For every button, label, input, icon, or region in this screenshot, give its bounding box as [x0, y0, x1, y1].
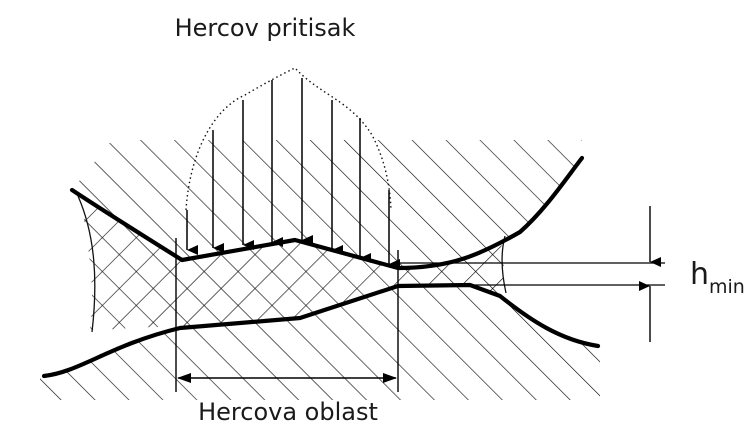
- upper-surface: [69, 155, 585, 271]
- hertz-zone-label: Hercova oblast: [198, 398, 378, 426]
- lower-surface: [41, 282, 601, 379]
- hmin-label: h: [690, 257, 709, 292]
- hertz-pressure-label: Hercov pritisak: [175, 14, 356, 42]
- hmin-subscript: min: [709, 276, 745, 298]
- pressure-arrows: [186, 78, 400, 269]
- left-meniscus: [77, 195, 96, 333]
